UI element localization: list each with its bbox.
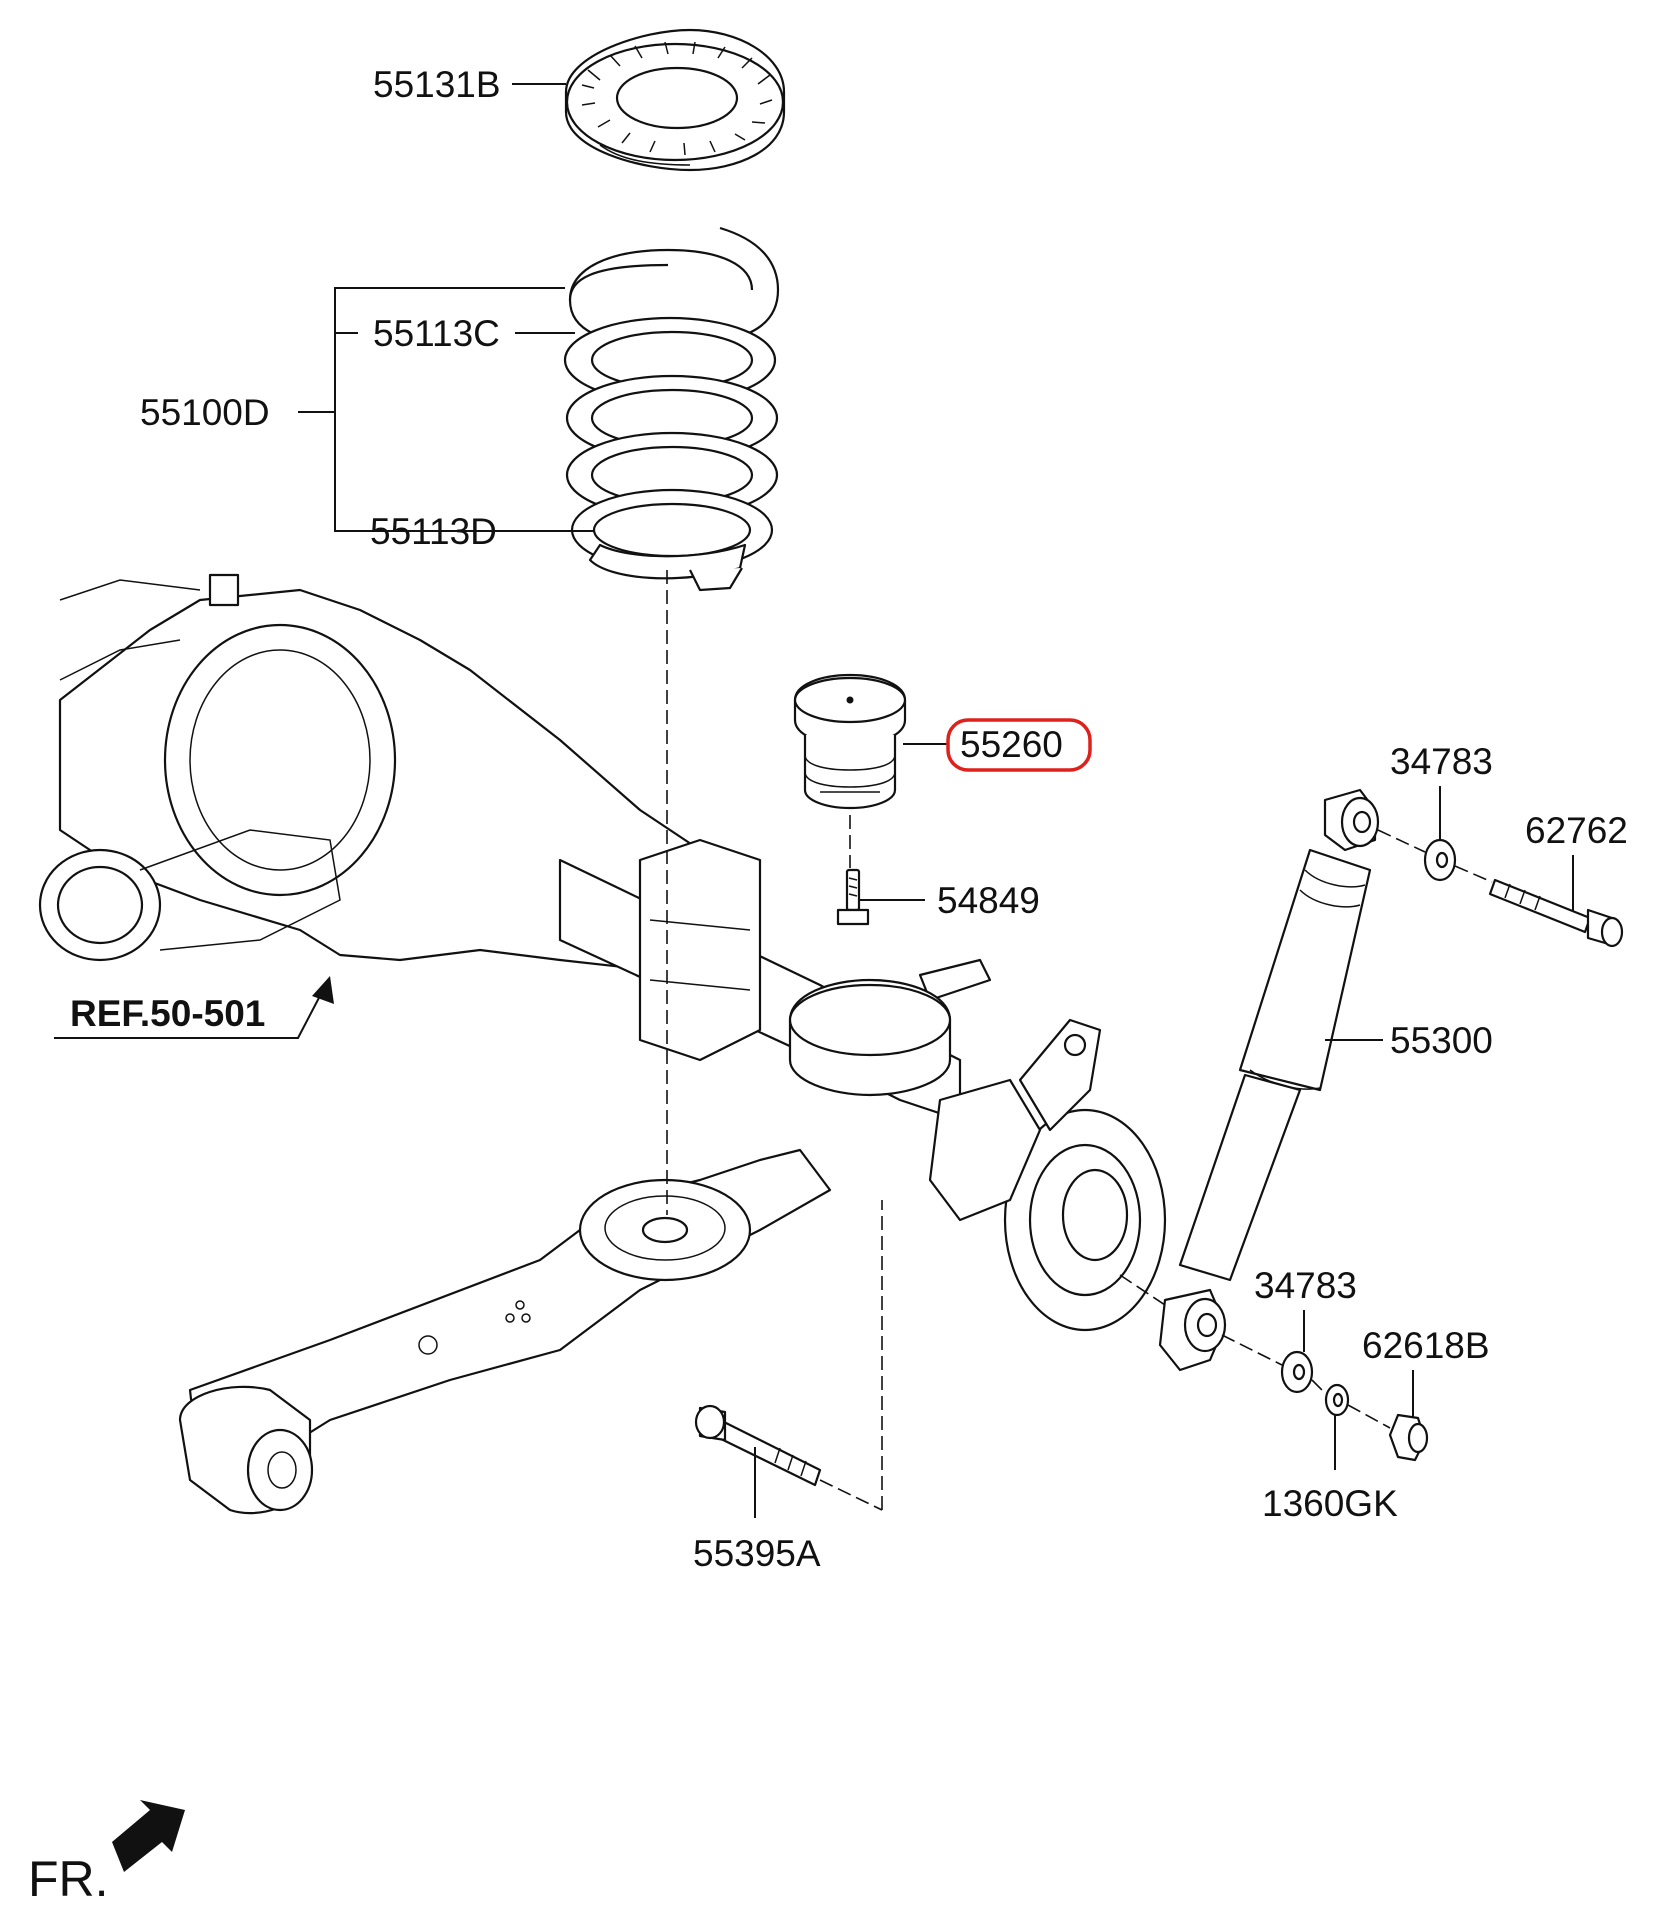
label-bump-stopper[interactable]: 55260: [960, 724, 1063, 765]
spring-washer-drawing: [1324, 1383, 1350, 1417]
coil-spring-drawing: [563, 226, 780, 592]
lower-washer-drawing: [1280, 1350, 1314, 1394]
label-spring-washer[interactable]: 1360GK: [1262, 1483, 1398, 1524]
upper-washer-drawing: [1423, 838, 1457, 882]
spring-pad-drawing: [564, 28, 786, 172]
assembly-centerlines: [666, 570, 1493, 1511]
label-spring-lower[interactable]: 55113D: [370, 511, 497, 552]
rear-axle-assembly-drawing: [38, 573, 1167, 1515]
label-spring-upper[interactable]: 55113C: [373, 313, 500, 354]
highlight-frame: [946, 718, 1092, 772]
leader-lines: [54, 83, 1574, 1518]
label-washer-lower[interactable]: 34783: [1254, 1265, 1357, 1306]
label-spring-pad[interactable]: 55131B: [373, 64, 501, 105]
bump-stopper-drawing: [793, 673, 907, 810]
lower-nut-drawing: [1388, 1413, 1429, 1462]
label-shock-absorber[interactable]: 55300: [1390, 1020, 1493, 1061]
label-washer-upper[interactable]: 34783: [1390, 741, 1493, 782]
label-spring-assy[interactable]: 55100D: [140, 392, 270, 433]
upper-bolt-drawing: [1488, 878, 1624, 948]
label-arm-bolt[interactable]: 55395A: [693, 1533, 821, 1574]
front-label: FR.: [28, 1851, 109, 1907]
arm-bolt-drawing: [694, 1404, 822, 1487]
label-nut-lower[interactable]: 62618B: [1362, 1325, 1490, 1366]
bump-stopper-bolt-drawing: [836, 868, 870, 926]
label-reference[interactable]: REF.50-501: [70, 993, 265, 1034]
label-bolt-upper[interactable]: 62762: [1525, 810, 1628, 851]
shock-absorber-drawing: [1158, 788, 1380, 1372]
front-direction-indicator: FR.: [28, 1800, 185, 1907]
part-labels: 55131B 55113C 55100D 55113D 55260 54849 …: [70, 64, 1628, 1574]
front-arrow-icon: [112, 1800, 185, 1872]
label-stopper-bolt[interactable]: 54849: [937, 880, 1040, 921]
